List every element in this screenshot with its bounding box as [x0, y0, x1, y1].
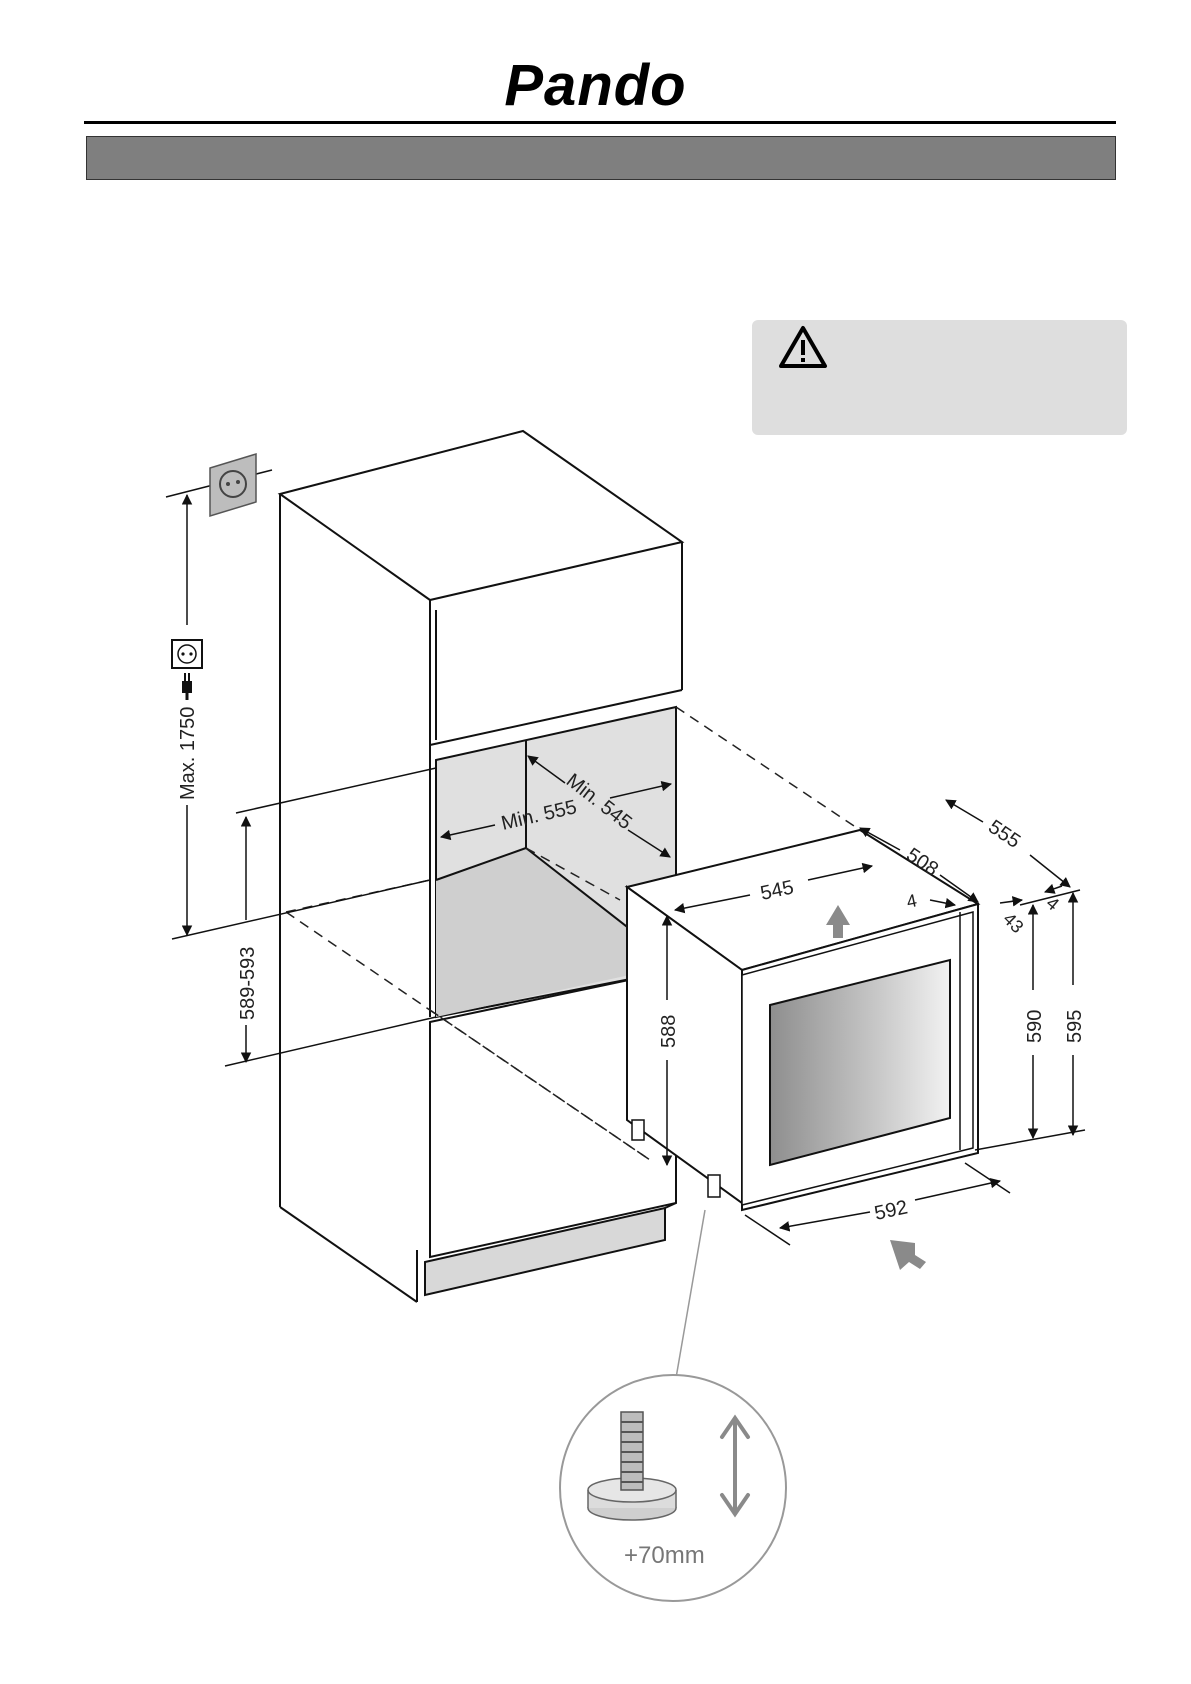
- depth-555-label: 555: [984, 816, 1024, 853]
- plug-icon: [182, 673, 192, 700]
- up-arrow-icon: [826, 905, 850, 938]
- detail-leader: [675, 1209, 706, 1379]
- gap-left-4-label: 4: [905, 890, 919, 912]
- height-590-label: 590: [1024, 1010, 1046, 1043]
- adjustable-foot-icon: [587, 1411, 677, 1521]
- max-height-dimension: Max. 1750: [171, 493, 203, 937]
- warning-triangle-icon: [779, 326, 827, 368]
- push-arrow-icon: [890, 1240, 926, 1270]
- header-rule: [84, 121, 1116, 124]
- reference-lines: [165, 469, 437, 1067]
- appliance-dimensions: [661, 799, 1086, 1246]
- niche-height-dimension: 589-593: [237, 815, 259, 1064]
- tall-cabinet: [277, 429, 685, 1303]
- power-socket-icon: [209, 452, 257, 518]
- foot-adjust-label: +70mm: [624, 1542, 705, 1569]
- wine-cooler: [624, 828, 981, 1212]
- max-height-label: Max. 1750: [177, 707, 199, 800]
- section-band: [86, 136, 1116, 180]
- height-adjust-arrow-icon: [720, 1414, 750, 1518]
- gap-right-4-label: 4: [1042, 893, 1063, 915]
- gap-43-label: 43: [999, 909, 1027, 937]
- brand-logo: Pando: [504, 53, 687, 118]
- body-height-label: 588: [658, 1015, 680, 1048]
- warning-box: [752, 320, 1127, 435]
- niche-height-label: 589-593: [237, 947, 259, 1020]
- height-595-label: 595: [1064, 1010, 1086, 1043]
- socket-symbol-icon: [171, 639, 203, 669]
- front-width-label: 592: [872, 1196, 909, 1224]
